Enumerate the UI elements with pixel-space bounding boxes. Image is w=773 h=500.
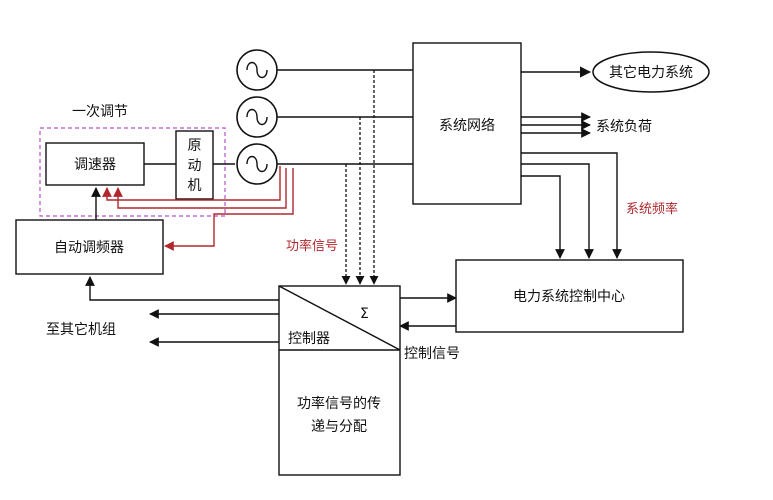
generator-1	[236, 49, 278, 91]
auto-freq-regulator-label: 自动调频器	[54, 240, 124, 256]
primary-regulation-label: 一次调节	[72, 104, 128, 120]
generator-2	[236, 96, 278, 138]
network-to-center-line-2	[521, 163, 594, 259]
system-network-box	[412, 42, 522, 205]
system-load-label: 系统负荷	[596, 119, 652, 135]
sigma-symbol: Σ	[360, 306, 369, 322]
control-signal-label: 控制信号	[404, 346, 460, 362]
governor-box	[45, 142, 145, 186]
controller-divider-diagonal	[278, 285, 401, 351]
red-feedback-to-governor-2	[113, 168, 287, 209]
auto-freq-regulator-box	[15, 219, 164, 275]
signal-distribution-box	[278, 285, 401, 476]
controller-to-afr-line	[85, 276, 279, 301]
other-power-systems-label: 其它电力系统	[609, 64, 693, 81]
red-feedback-to-afr	[164, 168, 294, 251]
red-feedback-to-governor-1	[102, 166, 281, 201]
dispatch-center-label: 电力系统控制中心	[513, 289, 625, 305]
other-power-systems-ellipse	[592, 51, 710, 93]
governor-label: 调速器	[74, 157, 116, 173]
power-signal-label: 功率信号	[286, 238, 338, 254]
signal-distribution-line-2: 递与分配	[311, 419, 367, 435]
system-frequency-label: 系统频率	[626, 201, 678, 217]
prime-mover-char-1: 原	[188, 138, 202, 154]
prime-mover-box	[175, 130, 214, 200]
prime-mover-char-3: 机	[188, 178, 202, 194]
network-to-center-line-1	[521, 152, 622, 259]
to-other-units-label: 至其它机组	[46, 321, 116, 338]
primary-regulation-frame	[39, 127, 226, 217]
signal-distribution-line-1: 功率信号的传	[297, 395, 381, 412]
dispatch-center-box	[455, 259, 684, 333]
network-to-center-line-3	[521, 175, 565, 259]
controller-label: 控制器	[288, 331, 330, 347]
generator-3	[236, 143, 278, 185]
system-network-label: 系统网络	[439, 118, 495, 134]
prime-mover-char-2: 动	[188, 158, 202, 174]
